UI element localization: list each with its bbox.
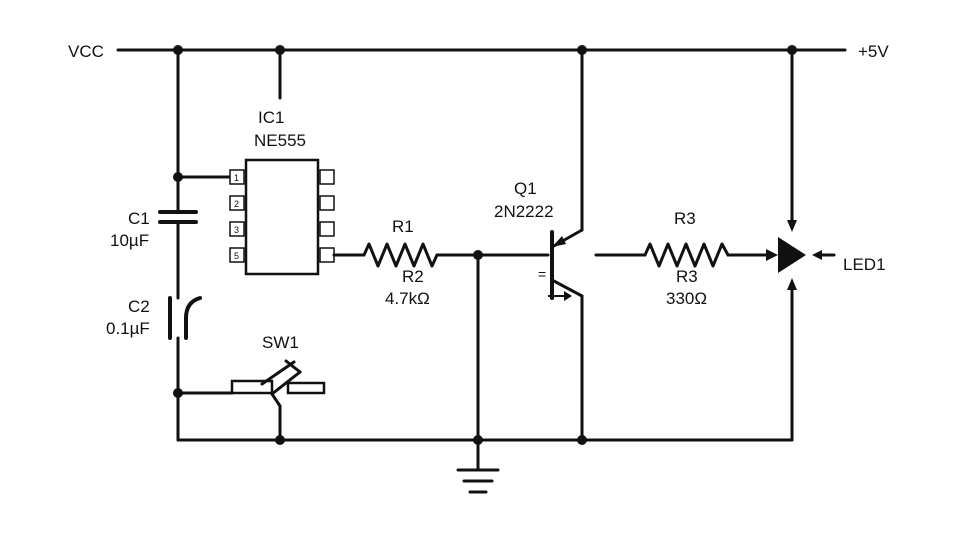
capacitor-c2 — [168, 296, 202, 340]
resistor-r1 — [332, 242, 550, 268]
junction-dots — [173, 45, 797, 445]
ic1-pin-3: 3 — [234, 225, 239, 235]
transistor-q1 — [548, 48, 584, 442]
led1-ref: LED1 — [843, 255, 886, 274]
ic1-pin-5: 5 — [234, 251, 239, 261]
ic1-pin-1: 1 — [234, 173, 239, 183]
vcc-label: VCC — [68, 42, 104, 61]
plus-5v-label: +5V — [858, 42, 889, 61]
r3-ref-top: R3 — [674, 209, 696, 228]
sw1-ref: SW1 — [262, 333, 299, 352]
r2-ref: R2 — [402, 267, 424, 286]
c1-ref: C1 — [128, 209, 150, 228]
q1-part: 2N2222 — [494, 202, 554, 221]
ground-icon — [456, 468, 500, 494]
ic1-pin-2: 2 — [234, 199, 239, 209]
led1-diode — [778, 48, 836, 442]
c2-value: 0.1µF — [106, 319, 150, 338]
left-branch-wire — [176, 48, 232, 442]
q1-ref: Q1 — [514, 179, 537, 198]
switch-sw1 — [176, 359, 326, 442]
q1-mark: = — [538, 266, 546, 282]
c1-value: 10µF — [110, 231, 149, 250]
ic1-ref: IC1 — [258, 108, 284, 127]
r3-ref-bottom: R3 — [676, 267, 698, 286]
resistor-r3 — [594, 242, 778, 268]
ic1-part: NE555 — [254, 131, 306, 150]
ic1-chip — [229, 48, 335, 276]
capacitor-c1 — [158, 210, 198, 224]
r3-value: 330Ω — [666, 289, 707, 308]
r1-ref: R1 — [392, 217, 414, 236]
c2-ref: C2 — [128, 297, 150, 316]
r2-value: 4.7kΩ — [385, 289, 430, 308]
